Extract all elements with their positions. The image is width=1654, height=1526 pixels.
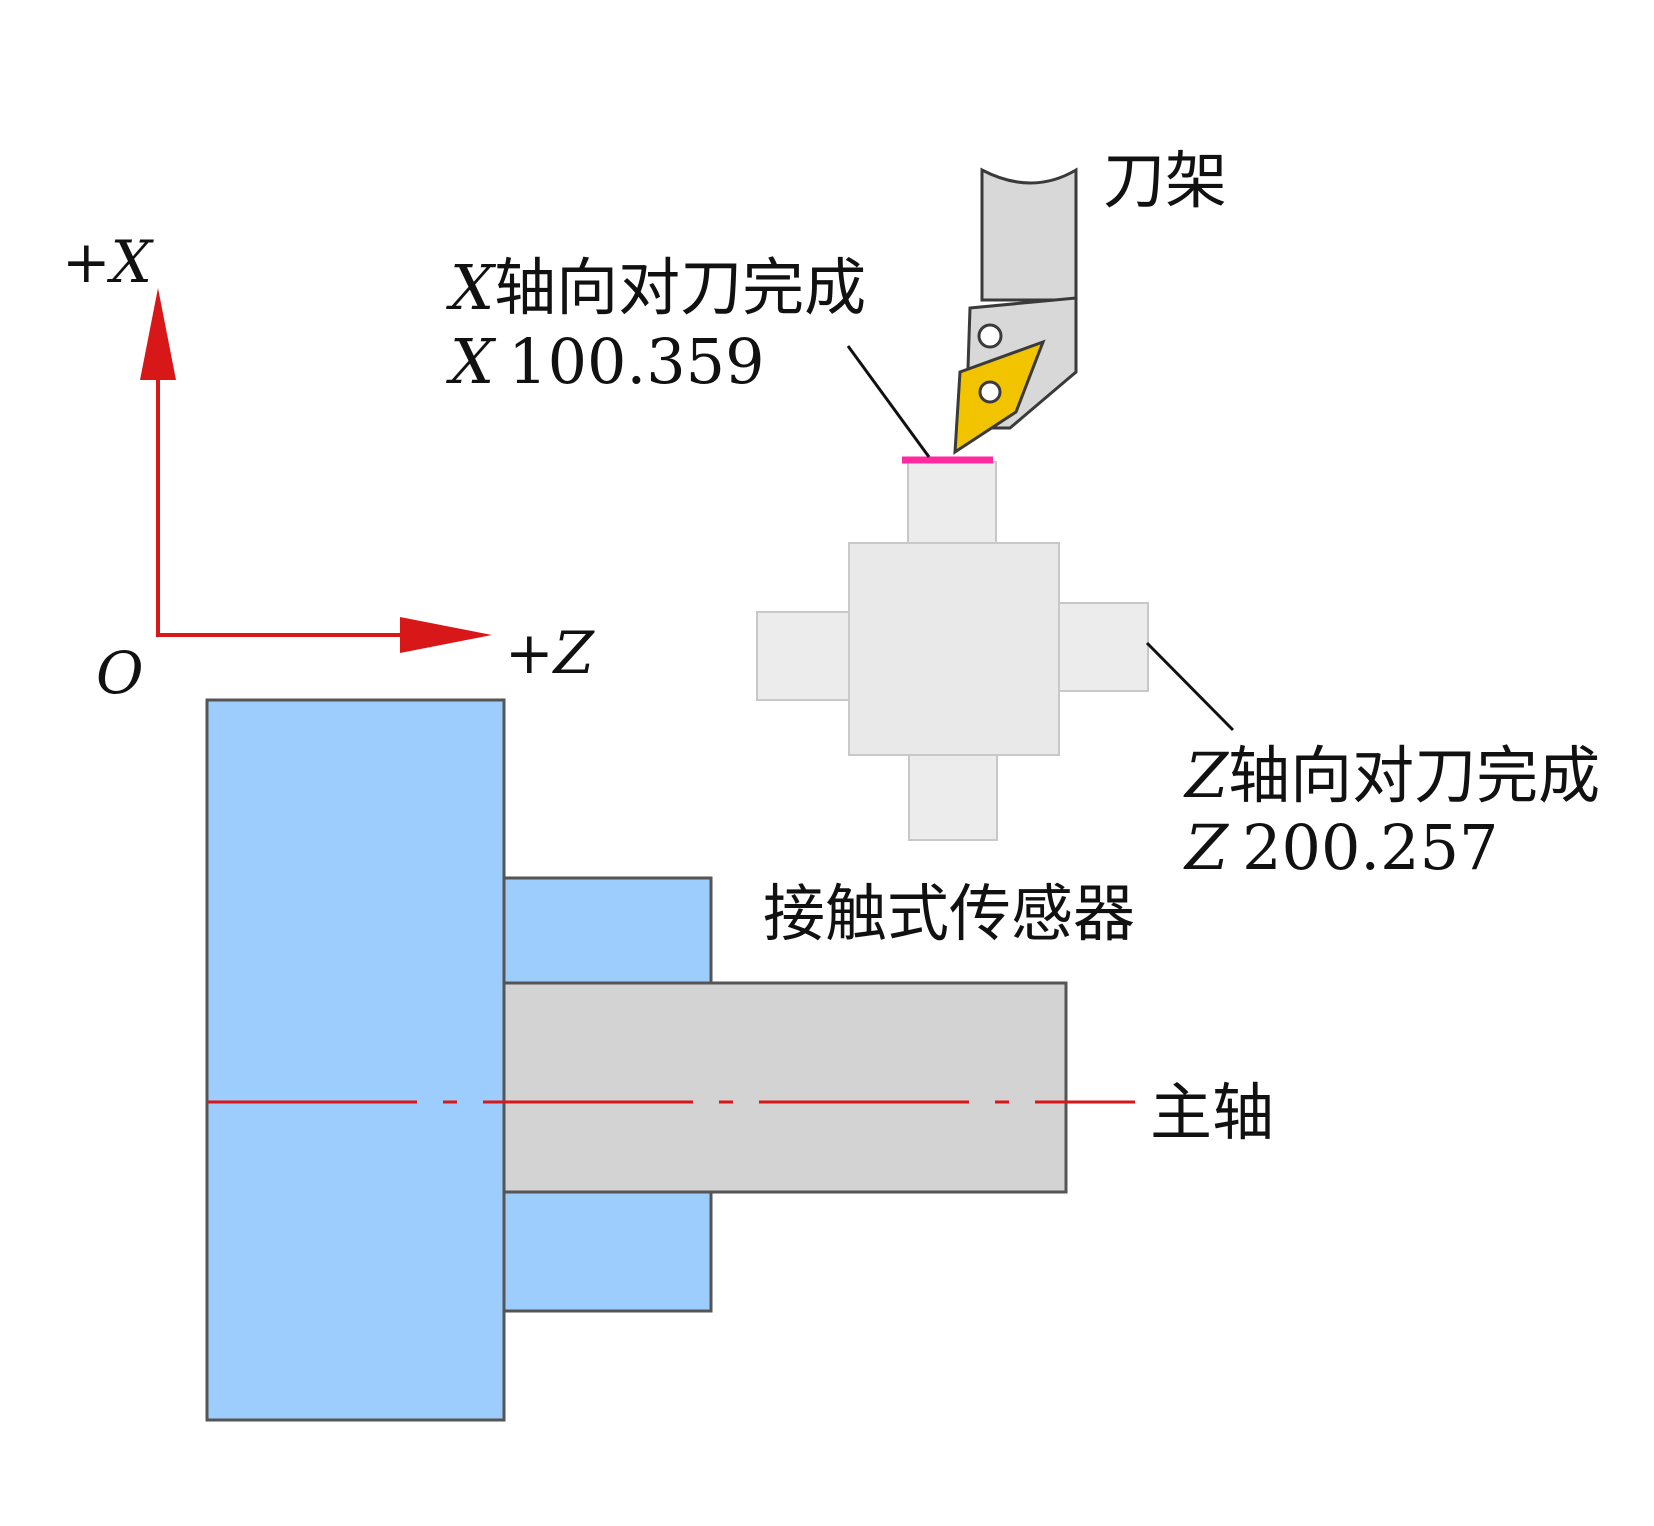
sensor-bottom-probe <box>908 749 998 841</box>
sensor-right-probe <box>1057 602 1149 692</box>
z-value-letter: Z <box>1183 811 1229 884</box>
x-value-number: 100.359 <box>508 325 764 398</box>
sensor-left-probe <box>756 611 854 701</box>
x-touch-annotation: X轴向对刀完成 <box>446 251 866 324</box>
tool-holder-shank <box>980 167 1078 302</box>
x-touch-leader <box>846 345 931 458</box>
x-axis-arrowhead <box>140 288 176 380</box>
sensor-top-probe <box>907 461 997 549</box>
insert-screw-hole <box>978 380 1002 404</box>
workpiece-shaft <box>502 981 1068 1194</box>
coordinate-axes: +X +Z O <box>62 228 596 707</box>
x-axis-label: +X <box>62 228 155 296</box>
z-value-number: 200.257 <box>1242 811 1498 884</box>
z-axis-letter: Z <box>1183 739 1229 812</box>
z-axis-arrowhead <box>400 617 492 653</box>
sensor-label: 接触式传感器 <box>763 877 1135 950</box>
x-axis-letter: X <box>446 251 497 324</box>
spindle-label: 主轴 <box>1150 1076 1274 1149</box>
z-axis-label: +Z <box>505 619 596 687</box>
origin-label: O <box>96 639 144 707</box>
z-touch-text: 轴向对刀完成 <box>1228 739 1600 812</box>
tool-holder-assembly <box>953 167 1078 455</box>
x-touch-text: 轴向对刀完成 <box>494 251 866 324</box>
chuck-body <box>205 698 506 1422</box>
tool-holder-label: 刀架 <box>1103 144 1227 217</box>
x-value-letter: X <box>446 325 497 398</box>
z-touch-leader <box>1145 641 1235 732</box>
z-touch-annotation: Z轴向对刀完成 <box>1183 739 1600 812</box>
contact-sensor <box>756 456 1149 841</box>
sensor-center-block <box>848 542 1060 756</box>
spindle-chuck <box>205 698 1135 1422</box>
clamp-screw <box>977 323 1003 349</box>
